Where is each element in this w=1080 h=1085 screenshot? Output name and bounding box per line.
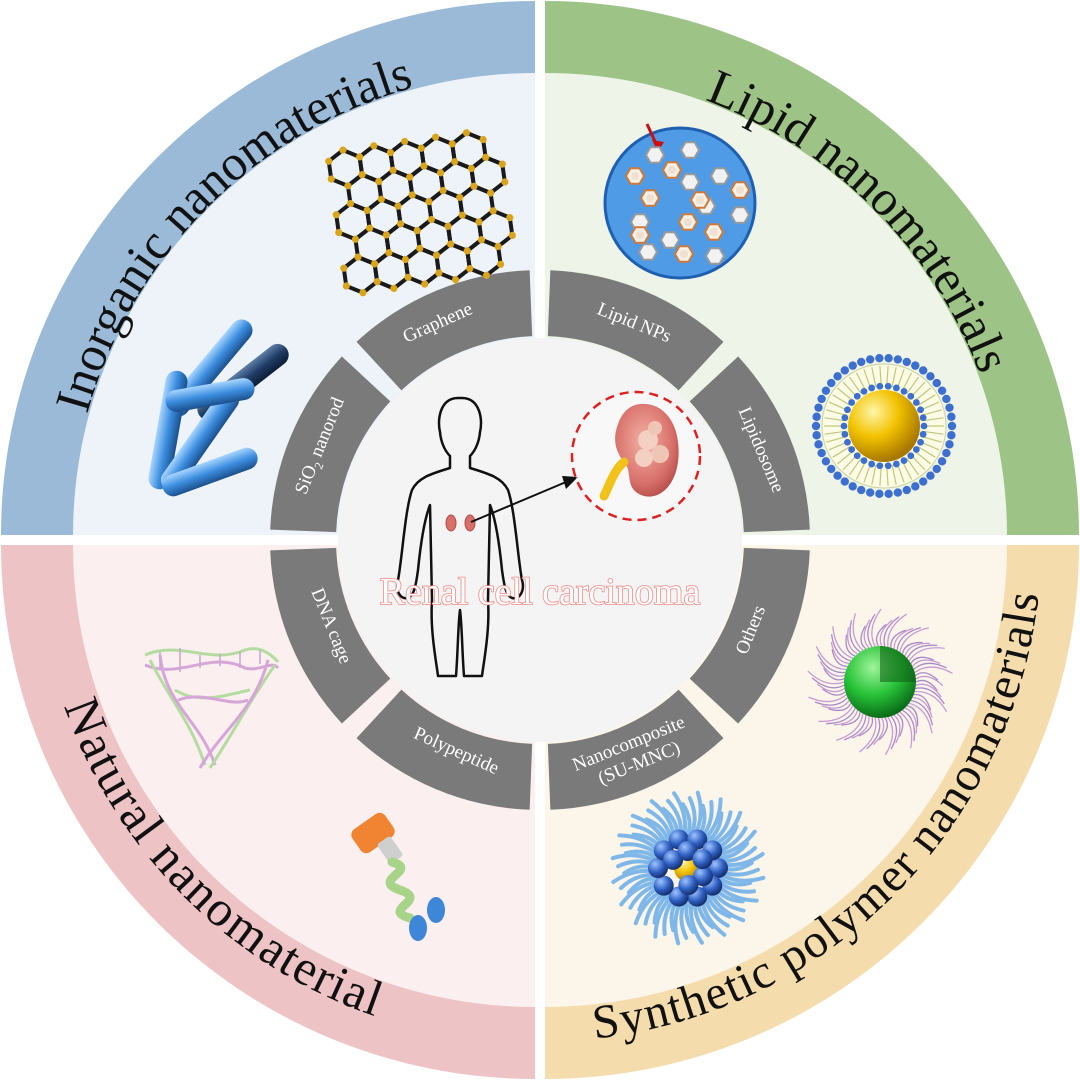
polypeptide-icon <box>351 812 445 941</box>
ring-segment <box>356 270 533 391</box>
dna-cage-icon <box>144 647 280 769</box>
lipid-nanoparticle-icon <box>603 123 757 280</box>
ring-segment <box>547 689 724 810</box>
center-disc <box>338 338 742 742</box>
polymer-micelle-icon <box>807 608 953 756</box>
human-body-icon <box>395 396 525 678</box>
ring-segment <box>689 356 810 533</box>
kidney-icon <box>570 390 702 522</box>
nanorod-cluster-icon <box>148 319 289 497</box>
ring-segment <box>356 689 533 810</box>
ring-segment <box>547 270 724 391</box>
ring-segment <box>689 547 810 724</box>
ring-segment <box>270 547 391 724</box>
ring-segment <box>270 356 391 533</box>
zoom-arrow-icon <box>470 476 578 523</box>
center-label: Renal cell carcinoma <box>380 571 701 613</box>
graphene-lattice-icon <box>325 129 516 297</box>
nanocomposite-icon <box>610 790 766 946</box>
category-ring <box>270 270 810 810</box>
liposome-icon <box>811 353 957 499</box>
